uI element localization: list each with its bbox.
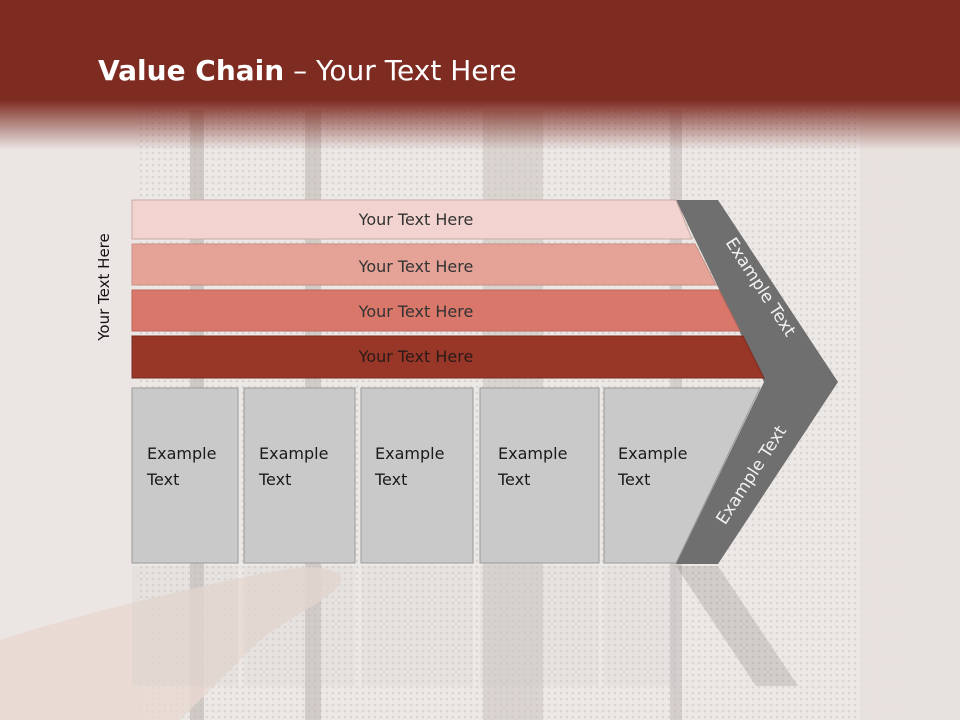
box-2-line2: Text: [258, 470, 291, 489]
band-4[interactable]: [131, 335, 765, 379]
band-2[interactable]: [131, 243, 717, 286]
band-4-label: Your Text Here: [358, 347, 474, 366]
activity-box-2[interactable]: [243, 387, 356, 564]
band-3[interactable]: [131, 289, 741, 332]
band-3-label: Your Text Here: [358, 302, 474, 321]
title-bold: Value Chain: [98, 54, 285, 87]
header-bar: Value Chain – Your Text Here: [0, 0, 960, 150]
band-1-label: Your Text Here: [358, 210, 474, 229]
activity-box-5[interactable]: [603, 387, 761, 564]
box-2-line1: Example: [259, 444, 328, 463]
box-5-line1: Example: [618, 444, 687, 463]
chevron-arrow: [676, 200, 838, 564]
page-title: Value Chain – Your Text Here: [98, 54, 517, 87]
band-2-label: Your Text Here: [358, 257, 474, 276]
box-1-line1: Example: [147, 444, 216, 463]
chevron-reflection: [676, 566, 798, 686]
box-3-line1: Example: [375, 444, 444, 463]
activity-box-1[interactable]: [131, 387, 239, 564]
box-5-line2: Text: [617, 470, 650, 489]
box-reflections: [132, 566, 676, 686]
box-3-line2: Text: [374, 470, 407, 489]
title-rest: – Your Text Here: [284, 54, 517, 87]
activity-box-3[interactable]: [360, 387, 474, 564]
box-1-line2: Text: [146, 470, 179, 489]
activity-box-4[interactable]: [479, 387, 600, 564]
band-1[interactable]: [131, 199, 693, 240]
box-4-line1: Example: [498, 444, 567, 463]
box-4-line2: Text: [497, 470, 530, 489]
